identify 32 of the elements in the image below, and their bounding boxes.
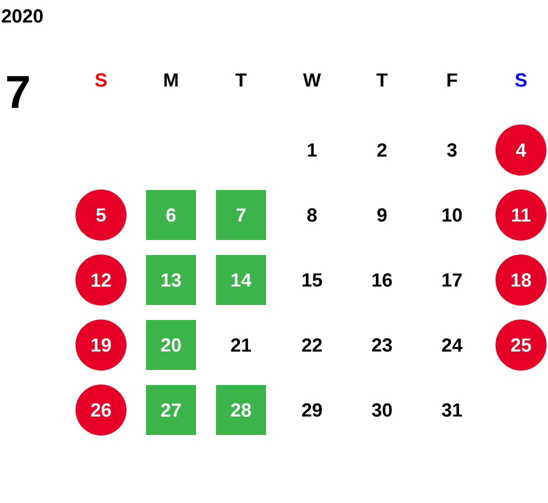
day-number: 10 — [442, 208, 462, 222]
day-number: 30 — [372, 403, 392, 417]
weekday-header: T — [376, 73, 388, 87]
day-number: 9 — [377, 208, 387, 222]
highlighted-day-box: 28 — [216, 385, 266, 435]
weekday-header: M — [164, 73, 178, 87]
highlighted-day-box: 6 — [146, 190, 196, 240]
day-number: 24 — [442, 338, 462, 352]
day-number: 15 — [302, 273, 322, 287]
weekday-header: S — [95, 73, 107, 87]
weekday-header: F — [447, 73, 458, 87]
month-number: 7 — [7, 76, 29, 108]
highlighted-day-box: 13 — [146, 255, 196, 305]
day-number: 1 — [308, 143, 317, 157]
highlighted-day-box: 20 — [146, 320, 196, 370]
day-number: 16 — [372, 273, 392, 287]
day-number: 22 — [302, 338, 322, 352]
day-number: 2 — [377, 143, 387, 157]
day-number: 23 — [372, 338, 392, 352]
day-number: 17 — [442, 273, 462, 287]
day-number: 3 — [447, 143, 457, 157]
weekday-header: T — [235, 73, 247, 87]
highlighted-day-box: 27 — [146, 385, 196, 435]
day-number: 21 — [231, 338, 252, 352]
weekday-header: S — [515, 73, 527, 87]
highlighted-day-box: 14 — [216, 255, 266, 305]
year-title: 2020 — [2, 9, 43, 23]
day-number: 31 — [442, 403, 462, 417]
day-number: 29 — [302, 403, 322, 417]
day-number: 8 — [307, 208, 317, 222]
weekday-header: W — [303, 73, 321, 87]
highlighted-day-box: 7 — [216, 190, 266, 240]
